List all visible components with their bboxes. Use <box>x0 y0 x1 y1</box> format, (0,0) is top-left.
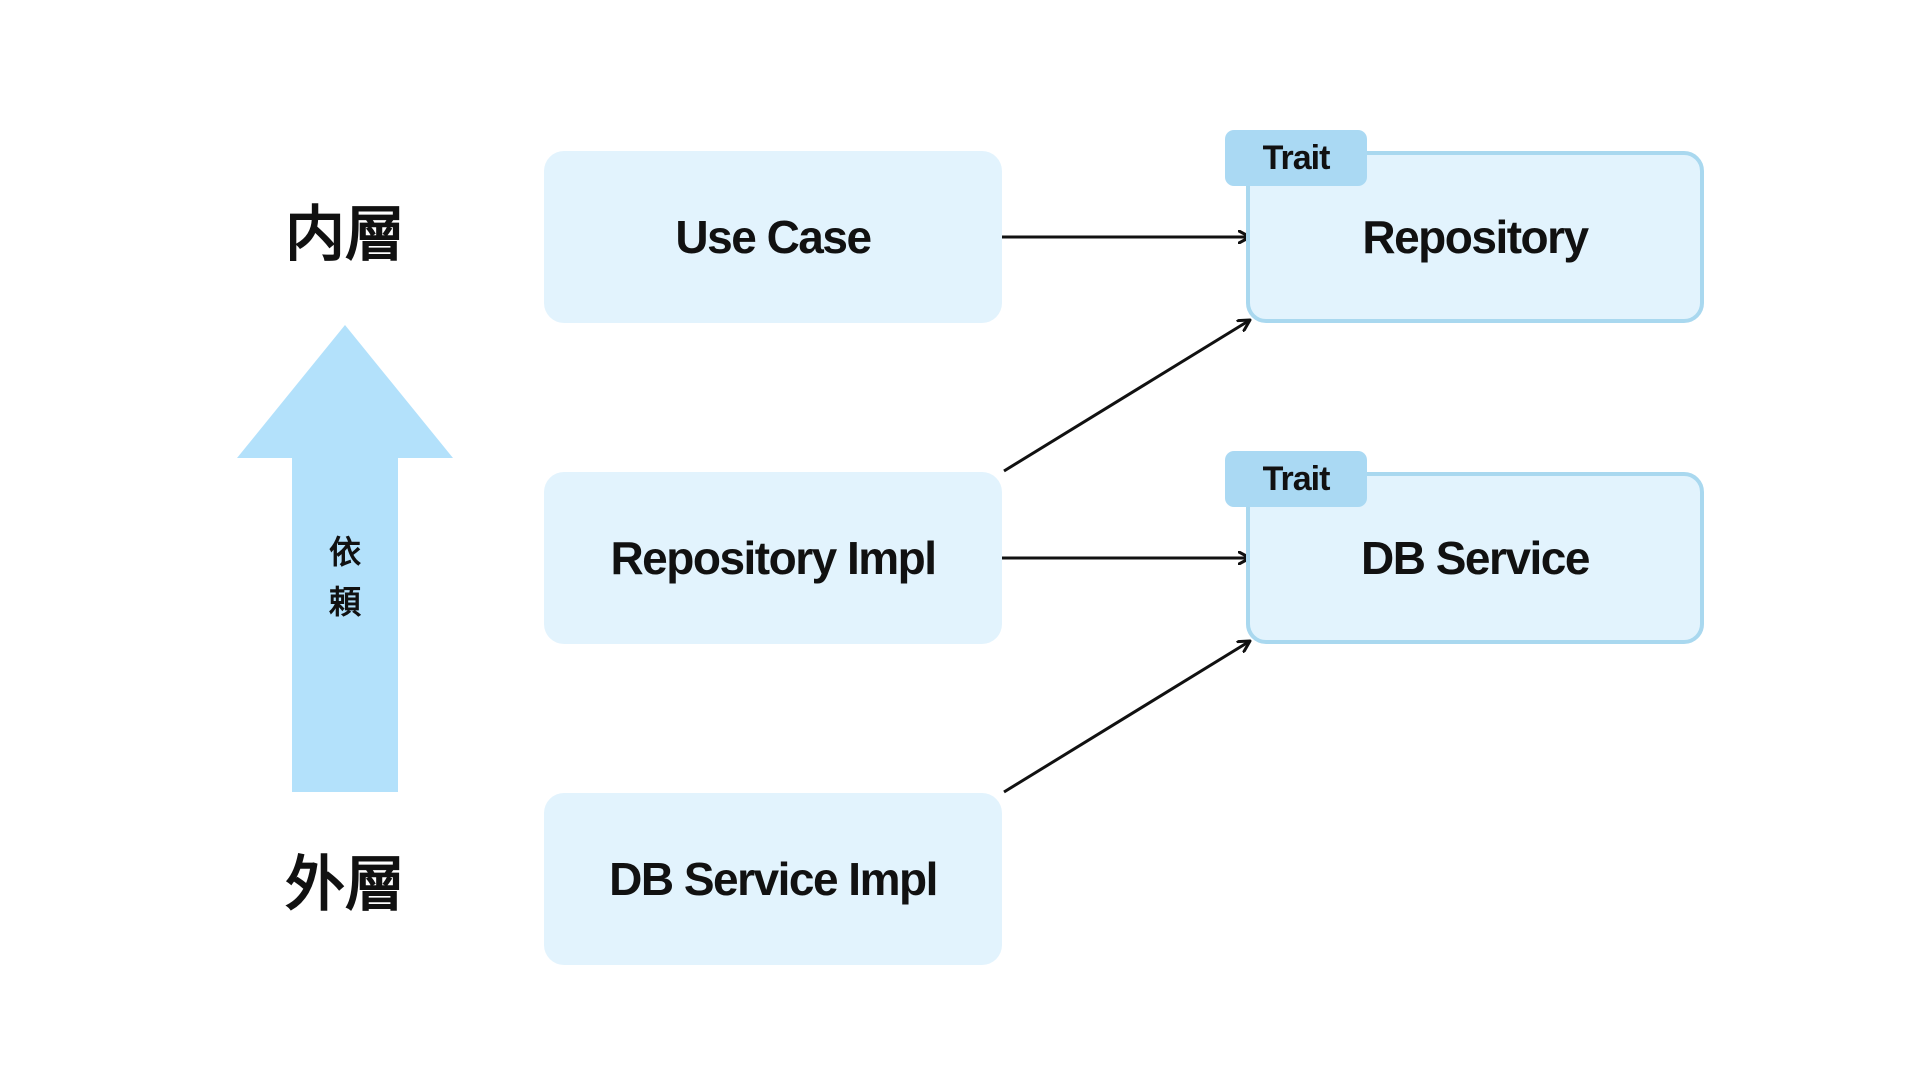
dependency-up-arrow <box>237 325 453 792</box>
arrow-dbserviceimpl-to-dbservice <box>1003 641 1250 794</box>
dependency-label-char-2: 頼 <box>328 583 361 621</box>
repository-impl-box: Repository Impl <box>544 472 1002 644</box>
db-service-impl-box: DB Service Impl <box>544 793 1002 965</box>
arrow-repositoryimpl-to-repository <box>1003 320 1250 473</box>
dependency-label-char-1: 依 <box>328 533 361 571</box>
use-case-box: Use Case <box>544 151 1002 323</box>
inner-layer-label: 内層 <box>285 200 405 270</box>
outer-layer-label: 外層 <box>285 850 405 920</box>
repository-trait-tag: Trait <box>1225 130 1367 186</box>
db-service-trait-tag: Trait <box>1225 451 1367 507</box>
